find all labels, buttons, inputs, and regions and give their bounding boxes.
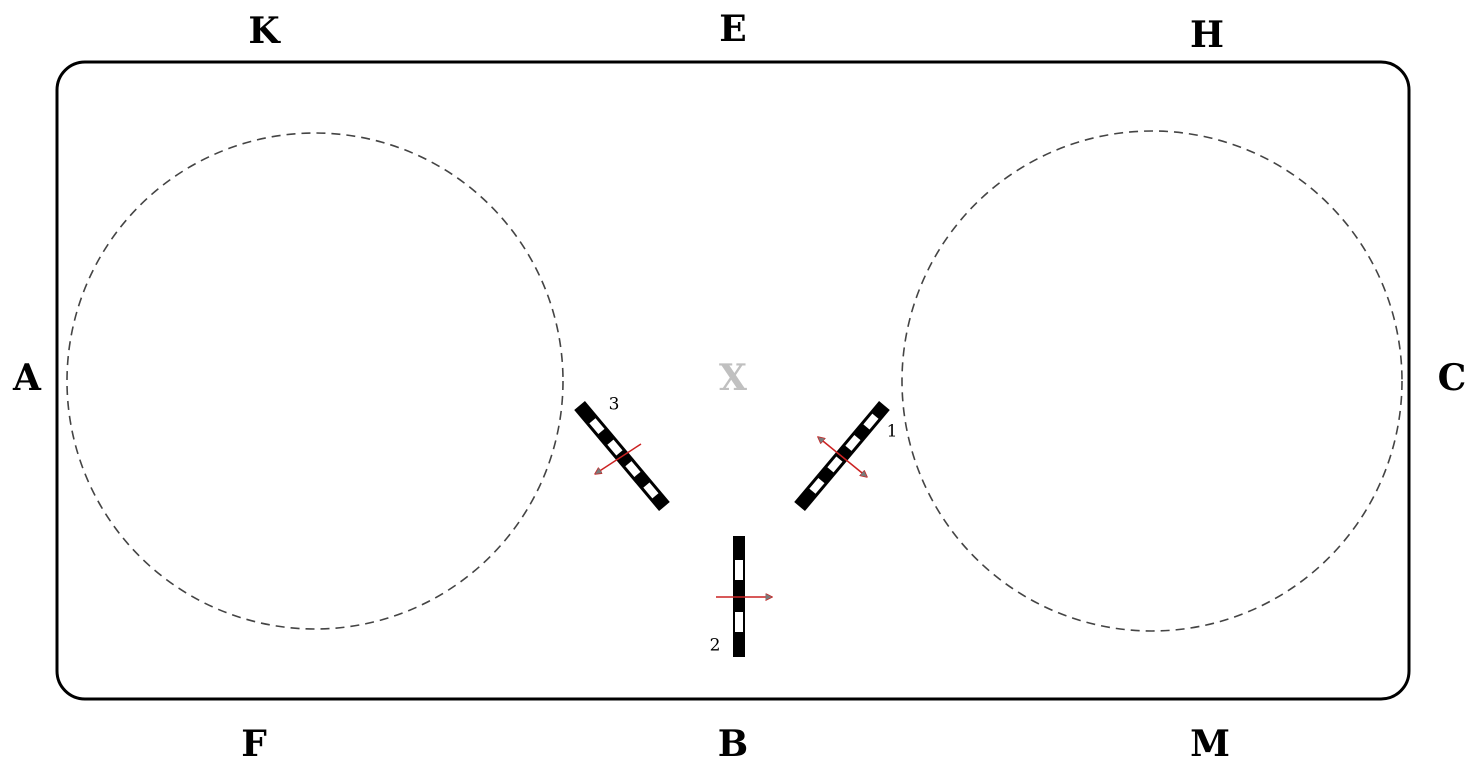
pole-2-number: 2 <box>710 636 721 656</box>
pole-1-number: 1 <box>887 422 898 442</box>
marker-m: M <box>1190 723 1230 765</box>
marker-c: C <box>1438 357 1466 399</box>
arena-outline <box>55 60 1411 701</box>
pole-3-number: 3 <box>609 395 620 415</box>
pole-1-arrow <box>818 437 867 477</box>
marker-k: K <box>248 10 281 52</box>
marker-h: H <box>1190 14 1224 56</box>
marker-e: E <box>719 8 746 50</box>
marker-b: B <box>718 723 748 765</box>
marker-f: F <box>241 723 267 765</box>
marker-x: X <box>719 357 747 399</box>
left-circle <box>66 132 564 630</box>
right-circle <box>901 130 1403 632</box>
marker-a: A <box>12 357 42 399</box>
pole-3-arrow <box>595 443 642 474</box>
